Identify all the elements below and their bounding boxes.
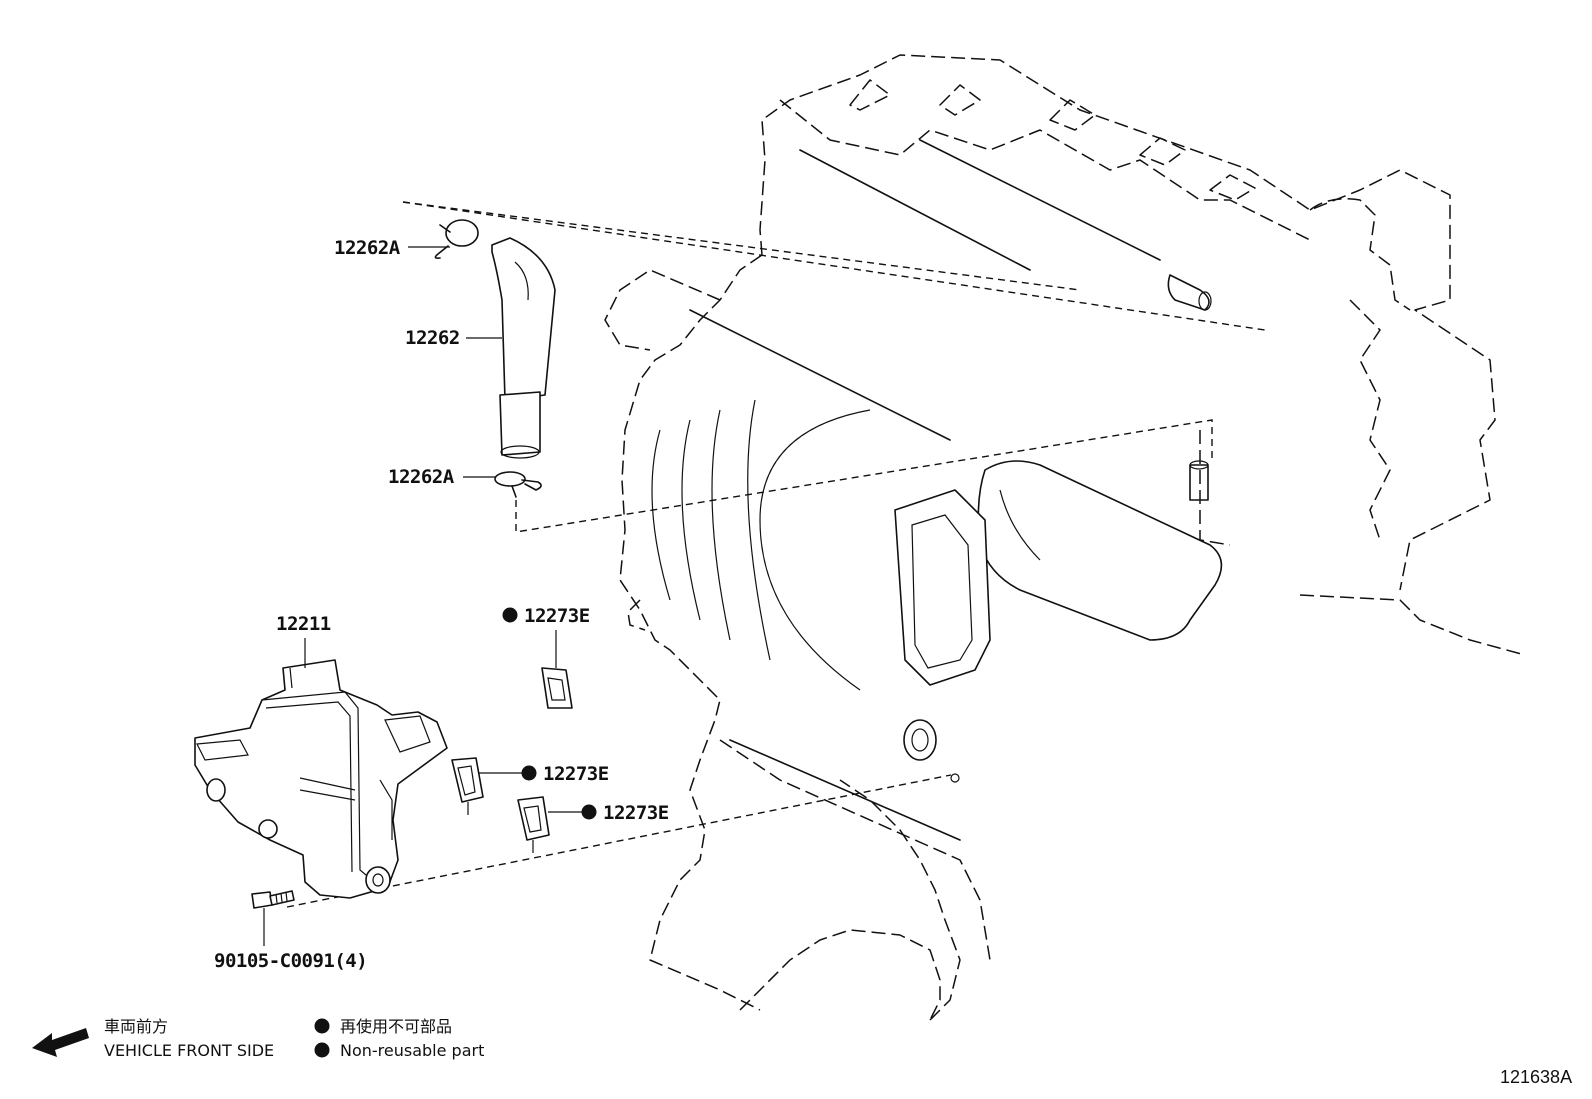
- front-arrow-icon: [32, 1028, 89, 1057]
- callout-12262A-top: 12262A: [334, 237, 401, 259]
- callout-12273E-middle: 12273E: [543, 763, 609, 785]
- callout-12273E-upper: 12273E: [524, 605, 590, 627]
- non-reusable-dot-icon: [314, 1042, 330, 1058]
- callout-12273E-lower: 12273E: [603, 802, 669, 824]
- engine-outline: [604, 54, 1526, 1021]
- legend-front-en: VEHICLE FRONT SIDE: [104, 1041, 274, 1060]
- legend-nonreusable-en: Non-reusable part: [340, 1041, 484, 1060]
- assembly-lines: [286, 201, 1266, 908]
- callout-12211: 12211: [276, 613, 331, 635]
- hose-clip-lower: [463, 471, 542, 498]
- callout-bolt: 90105-C0091(4): [214, 950, 367, 972]
- non-reusable-dot-icon: [502, 607, 518, 623]
- gasket-middle: [451, 757, 522, 815]
- callout-12262: 12262: [405, 327, 460, 349]
- non-reusable-dot-icon: [581, 804, 597, 820]
- hose-clip-upper: [408, 219, 479, 259]
- legend-front-jp: 車両前方: [104, 1017, 168, 1036]
- legend: 車両前方 VEHICLE FRONT SIDE 再使用不可部品 Non-reus…: [32, 1017, 484, 1060]
- gasket-upper: [541, 630, 573, 709]
- non-reusable-dot-icon: [521, 765, 537, 781]
- bolt: [251, 890, 295, 946]
- callout-12262A-bottom: 12262A: [388, 466, 455, 488]
- pcv-hose: [466, 237, 556, 459]
- oil-separator-case: [194, 638, 448, 899]
- legend-nonreusable-jp: 再使用不可部品: [340, 1017, 452, 1036]
- non-reusable-dot-icon: [314, 1018, 330, 1034]
- figure-id: 121638A: [1500, 1067, 1572, 1087]
- gasket-lower: [517, 796, 582, 853]
